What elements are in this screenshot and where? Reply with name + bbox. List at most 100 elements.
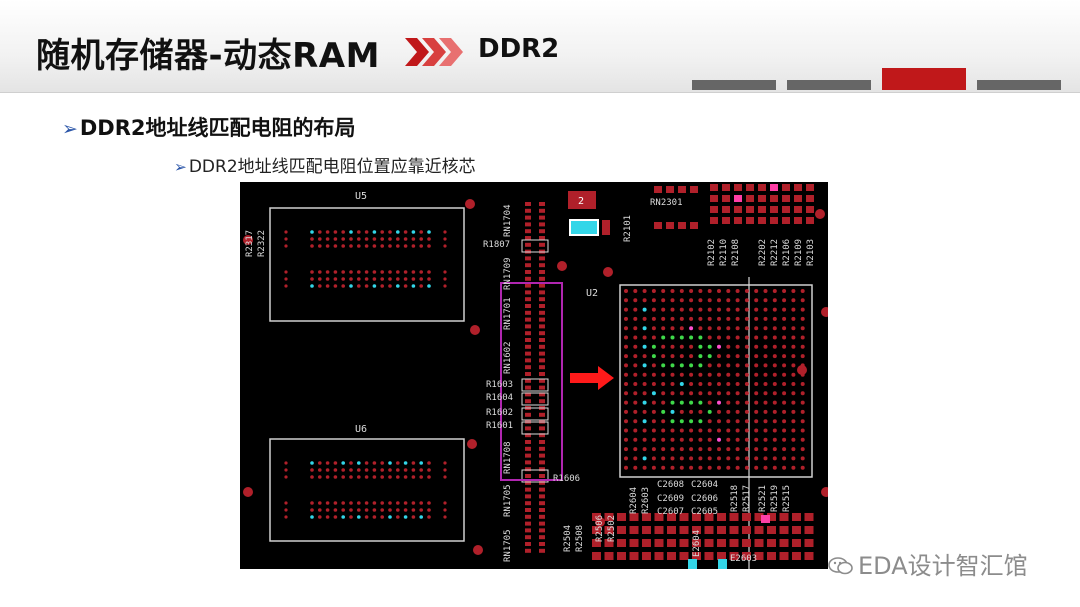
- bga-ball: [670, 298, 675, 303]
- smd-pad: [779, 552, 789, 560]
- resistor-pad: [525, 263, 531, 268]
- bga-ball: [679, 307, 684, 312]
- bga-ball: [717, 391, 721, 396]
- label-c2608: C2608: [657, 480, 684, 490]
- bga-ball: [744, 400, 749, 405]
- label-c2607: C2607: [657, 507, 684, 517]
- bga-ball: [800, 419, 805, 424]
- memory-pad: [388, 501, 392, 505]
- memory-pad: [427, 277, 431, 281]
- memory-pad: [364, 270, 369, 274]
- via: [243, 487, 253, 497]
- memory-pad: [403, 277, 408, 281]
- smd-pad: [654, 526, 664, 534]
- bga-ball: [782, 335, 787, 340]
- bga-ball: [689, 409, 694, 414]
- smd-pad: [761, 515, 770, 523]
- smd-pad: [754, 526, 764, 534]
- memory-pad: [357, 475, 361, 479]
- bga-ball: [689, 372, 694, 377]
- resistor-pad: [539, 460, 545, 465]
- memory-pad: [388, 244, 392, 248]
- bga-ball: [698, 289, 703, 293]
- smd-pad: [729, 513, 739, 521]
- resistor-pad: [539, 487, 545, 492]
- bga-ball: [661, 335, 666, 340]
- progress-tab-4: [977, 80, 1061, 90]
- resistor-pad: [539, 446, 545, 451]
- memory-pad: [325, 501, 330, 505]
- resistor-outline: [521, 378, 549, 392]
- bga-ball: [707, 382, 712, 386]
- memory-pad: [325, 468, 330, 472]
- memory-pad: [357, 270, 361, 274]
- bga-ball: [782, 382, 787, 386]
- bga-ball: [633, 326, 638, 331]
- resistor-pad: [539, 358, 545, 363]
- smd-pad: [794, 217, 802, 224]
- bga-ball: [689, 391, 694, 396]
- bga-ball: [754, 298, 759, 303]
- memory-pad: [372, 468, 377, 472]
- memory-pad: [364, 244, 369, 248]
- resistor-pad: [525, 242, 531, 247]
- smd-pad: [704, 552, 714, 560]
- bga-ball: [763, 344, 768, 349]
- bga-ball: [689, 344, 694, 349]
- smd-pad: [717, 526, 726, 534]
- bga-ball: [772, 326, 777, 331]
- resistor-pad: [525, 399, 531, 404]
- resistor-pad: [525, 480, 531, 485]
- memory-pad: [284, 475, 288, 479]
- bullet-arrow-icon: ➢: [174, 158, 187, 176]
- resistor-pad: [539, 263, 545, 268]
- via: [821, 307, 828, 317]
- bga-ball: [698, 447, 703, 452]
- bga-ball: [726, 363, 731, 368]
- bga-ball: [624, 354, 628, 359]
- u5-label: U5: [355, 191, 367, 202]
- memory-pad: [380, 284, 384, 288]
- smd-pad: [746, 184, 754, 191]
- smd-pad: [592, 513, 601, 521]
- memory-pad: [403, 515, 408, 519]
- memory-pad: [396, 468, 400, 472]
- memory-pad: [427, 515, 431, 519]
- memory-pad: [372, 475, 377, 479]
- bga-ball: [670, 465, 675, 470]
- bga-ball: [754, 335, 759, 340]
- bga-ball: [763, 326, 768, 331]
- bga-ball: [800, 447, 805, 452]
- resistor-pad: [525, 446, 531, 451]
- memory-pad: [388, 270, 392, 274]
- memory-pad: [427, 230, 431, 234]
- bga-ball: [679, 428, 684, 433]
- bga-ball: [744, 316, 749, 321]
- bga-ball: [726, 372, 731, 377]
- bga-ball: [744, 354, 749, 359]
- memory-pad: [388, 277, 392, 281]
- bga-ball: [689, 456, 694, 461]
- bga-ball: [679, 382, 684, 386]
- bga-ball: [689, 289, 694, 293]
- bga-ball: [782, 465, 787, 470]
- memory-pad: [403, 284, 408, 288]
- smd-pad: [667, 539, 676, 547]
- bga-ball: [689, 316, 694, 321]
- memory-pad: [318, 277, 322, 281]
- bga-ball: [772, 400, 777, 405]
- smd-pad: [718, 559, 727, 569]
- bga-ball: [698, 316, 703, 321]
- memory-pad: [333, 230, 338, 234]
- memory-pad: [411, 508, 416, 512]
- smd-pad: [767, 513, 776, 521]
- resistor-outline: [521, 421, 549, 435]
- resistor-pad: [539, 372, 545, 376]
- memory-pad: [364, 508, 369, 512]
- memory-pad: [318, 468, 322, 472]
- memory-pad: [310, 501, 314, 505]
- memory-pad: [419, 501, 423, 505]
- smd-pad: [794, 195, 802, 202]
- memory-pad: [396, 475, 400, 479]
- bga-ball: [791, 354, 796, 359]
